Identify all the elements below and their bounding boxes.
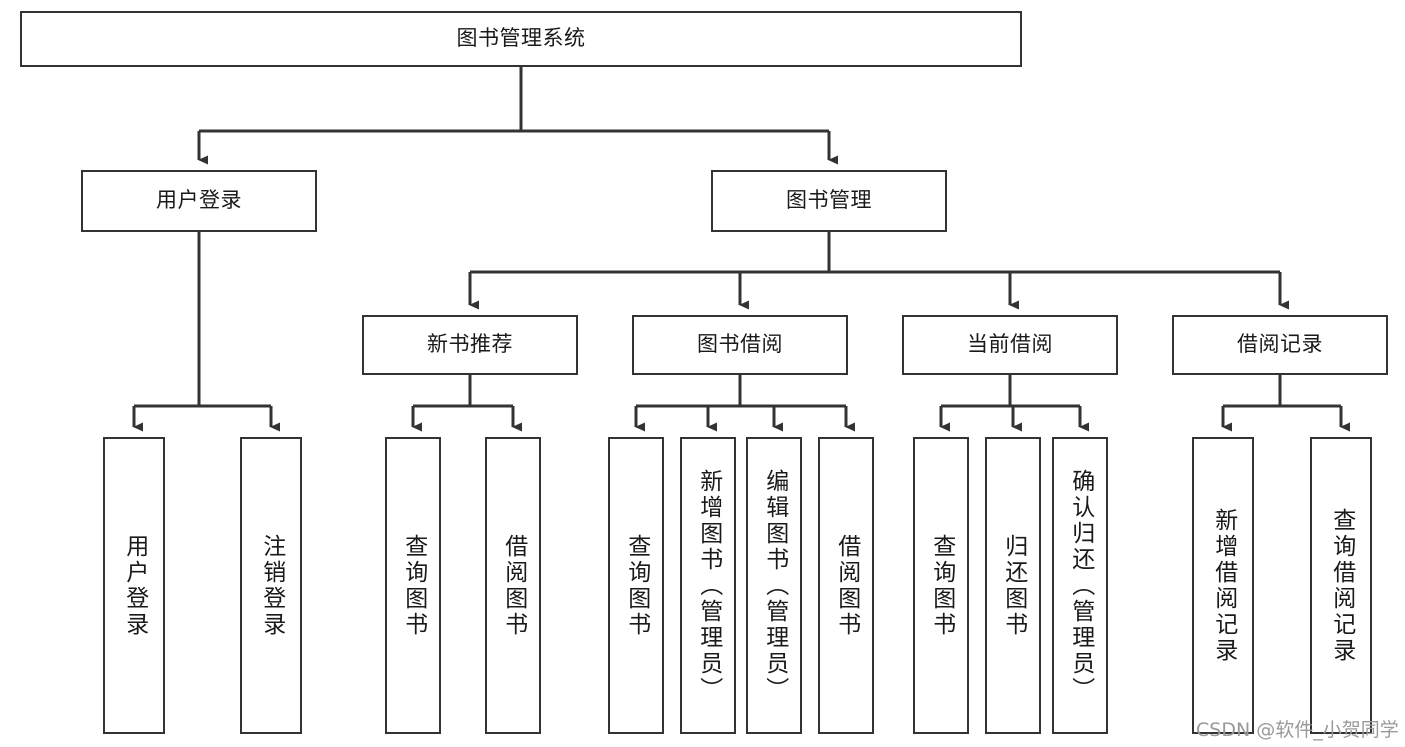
node-leaf-query-borrow-record[interactable]: 查询借阅记录 (1310, 437, 1372, 734)
node-label: 注销登录 (258, 533, 285, 638)
node-label: 查询图书 (928, 533, 955, 638)
node-leaf-borrow-book-rec[interactable]: 借阅图书 (485, 437, 541, 734)
node-label: 新增借阅记录 (1210, 507, 1237, 664)
node-label: 用户登录 (156, 188, 242, 213)
node-leaf-confirm-return-admin[interactable]: 确认归还（管理员） (1052, 437, 1108, 734)
csdn-watermark: CSDN @软件_小贺同学 (1196, 719, 1399, 741)
node-leaf-logout[interactable]: 注销登录 (240, 437, 302, 734)
node-label: 图书借阅 (697, 332, 783, 357)
node-label: 当前借阅 (967, 332, 1053, 357)
node-label: 借阅图书 (833, 533, 860, 638)
node-label: 新增图书（管理员） (695, 468, 722, 703)
node-label: 新书推荐 (427, 332, 513, 357)
node-book-management[interactable]: 图书管理 (711, 170, 947, 232)
node-label: 用户登录 (121, 533, 148, 638)
node-borrow-record[interactable]: 借阅记录 (1172, 315, 1388, 375)
node-leaf-return-book[interactable]: 归还图书 (985, 437, 1041, 734)
node-leaf-edit-book-admin[interactable]: 编辑图书（管理员） (746, 437, 802, 734)
node-leaf-add-book-admin[interactable]: 新增图书（管理员） (680, 437, 736, 734)
node-label: 借阅记录 (1237, 332, 1323, 357)
node-label: 确认归还（管理员） (1067, 468, 1094, 703)
node-label: 查询图书 (623, 533, 650, 638)
node-label: 借阅图书 (500, 533, 527, 638)
node-leaf-query-book-current[interactable]: 查询图书 (913, 437, 969, 734)
node-label: 编辑图书（管理员） (761, 468, 788, 703)
node-leaf-query-book-borrow[interactable]: 查询图书 (608, 437, 664, 734)
node-root-system[interactable]: 图书管理系统 (20, 11, 1022, 67)
node-book-borrow[interactable]: 图书借阅 (632, 315, 848, 375)
node-label: 归还图书 (1000, 533, 1027, 638)
node-leaf-query-book-rec[interactable]: 查询图书 (385, 437, 441, 734)
node-label: 查询借阅记录 (1328, 507, 1355, 664)
node-current-borrow[interactable]: 当前借阅 (902, 315, 1118, 375)
node-label: 查询图书 (400, 533, 427, 638)
node-user-login[interactable]: 用户登录 (81, 170, 317, 232)
node-leaf-borrow-book[interactable]: 借阅图书 (818, 437, 874, 734)
node-label: 图书管理系统 (456, 26, 586, 51)
node-leaf-add-borrow-record[interactable]: 新增借阅记录 (1192, 437, 1254, 734)
node-leaf-user-login[interactable]: 用户登录 (103, 437, 165, 734)
node-new-book-recommend[interactable]: 新书推荐 (362, 315, 578, 375)
node-label: 图书管理 (786, 188, 872, 213)
